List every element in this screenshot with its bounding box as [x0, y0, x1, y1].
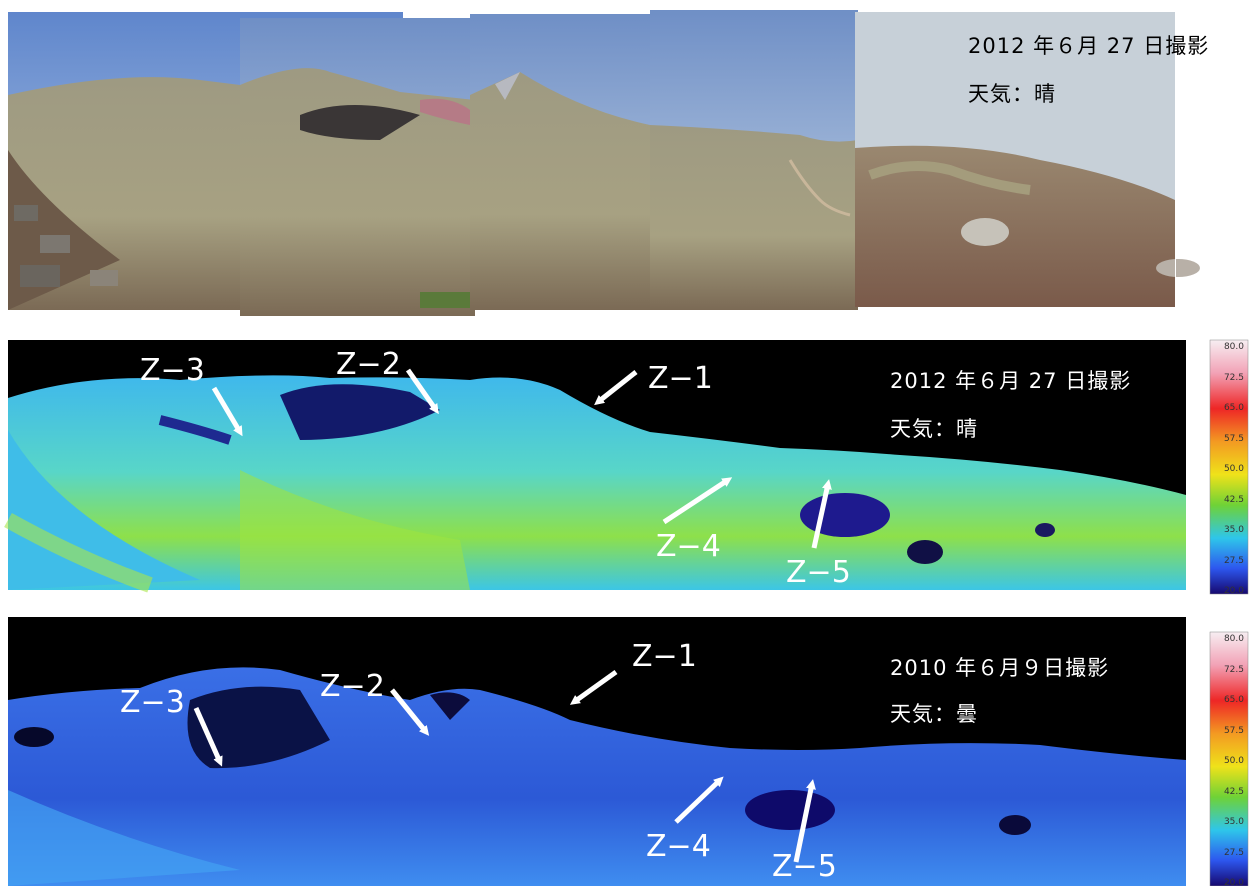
arrow-z2-2012 — [405, 368, 439, 415]
arrow-z3-2012 — [211, 386, 243, 437]
colorbar-2010-tick: 80.0 — [1223, 634, 1244, 644]
colorbar-2010-tick: 72.5 — [1223, 664, 1244, 675]
visible-weather-label: 天気：晴 — [968, 82, 1056, 106]
visible-photo-panel — [8, 10, 1200, 316]
z2-label-2010: Z−2 — [320, 669, 385, 704]
arrow-z3-2010 — [193, 706, 223, 767]
colorbar-2010-tick: 27.5 — [1223, 847, 1244, 858]
colorbar-2010-tick: 20.0 — [1223, 878, 1244, 888]
colorbar-2010-tick: 50.0 — [1223, 756, 1244, 766]
thermal-2010-weather-label: 天気：曇 — [890, 702, 978, 726]
colorbar-2012-tick: 27.5 — [1223, 555, 1244, 566]
thermal-2012-date-label: 2012 年６月 27 日撮影 — [890, 369, 1132, 393]
arrow-z1-2010 — [569, 669, 618, 705]
arrow-z1-2012 — [594, 370, 638, 406]
z1-label-2010: Z−1 — [632, 639, 697, 674]
arrow-z2-2010 — [390, 688, 430, 736]
colorbar-2010-tick: 57.5 — [1223, 725, 1244, 736]
z2-label-2012: Z−2 — [336, 347, 401, 382]
thermal-2012-weather-label: 天気：晴 — [890, 417, 978, 441]
colorbar-2010-tick: 42.5 — [1223, 786, 1244, 797]
colorbar-2012-tick: 35.0 — [1223, 525, 1244, 535]
visible-date-label: 2012 年６月 27 日撮影 — [968, 34, 1210, 58]
z5-label-2010: Z−5 — [772, 849, 837, 884]
arrow-z4-2010 — [674, 776, 724, 824]
colorbar-2012-tick: 50.0 — [1223, 464, 1244, 474]
colorbar-2012-tick: 65.0 — [1223, 403, 1244, 413]
thermal-2012-panel — [4, 340, 1186, 593]
arrow-z5-2010 — [793, 779, 816, 863]
z1-label-2012: Z−1 — [648, 361, 713, 396]
z3-label-2012: Z−3 — [140, 353, 205, 388]
thermal-2010-date-label: 2010 年６月９日撮影 — [890, 656, 1110, 680]
z3-label-2010: Z−3 — [120, 685, 185, 720]
thermal-2010-panel — [8, 617, 1186, 886]
arrow-z4-2012 — [662, 477, 733, 525]
colorbar-2012-tick: 20.0 — [1223, 586, 1244, 596]
colorbar-2012-tick: 72.5 — [1223, 372, 1244, 383]
colorbar-2010-tick: 35.0 — [1223, 817, 1244, 827]
arrow-z5-2012 — [811, 479, 832, 549]
colorbar-2010-tick: 65.0 — [1223, 695, 1244, 705]
z5-label-2012: Z−5 — [786, 555, 851, 590]
colorbar-2010 — [1209, 631, 1249, 886]
z4-label-2010: Z−4 — [646, 829, 711, 864]
z4-label-2012: Z−4 — [656, 529, 721, 564]
colorbar-2012 — [1209, 339, 1249, 595]
colorbar-2012-tick: 42.5 — [1223, 494, 1244, 505]
colorbar-2012-tick: 80.0 — [1223, 342, 1244, 352]
colorbar-2012-tick: 57.5 — [1223, 433, 1244, 444]
